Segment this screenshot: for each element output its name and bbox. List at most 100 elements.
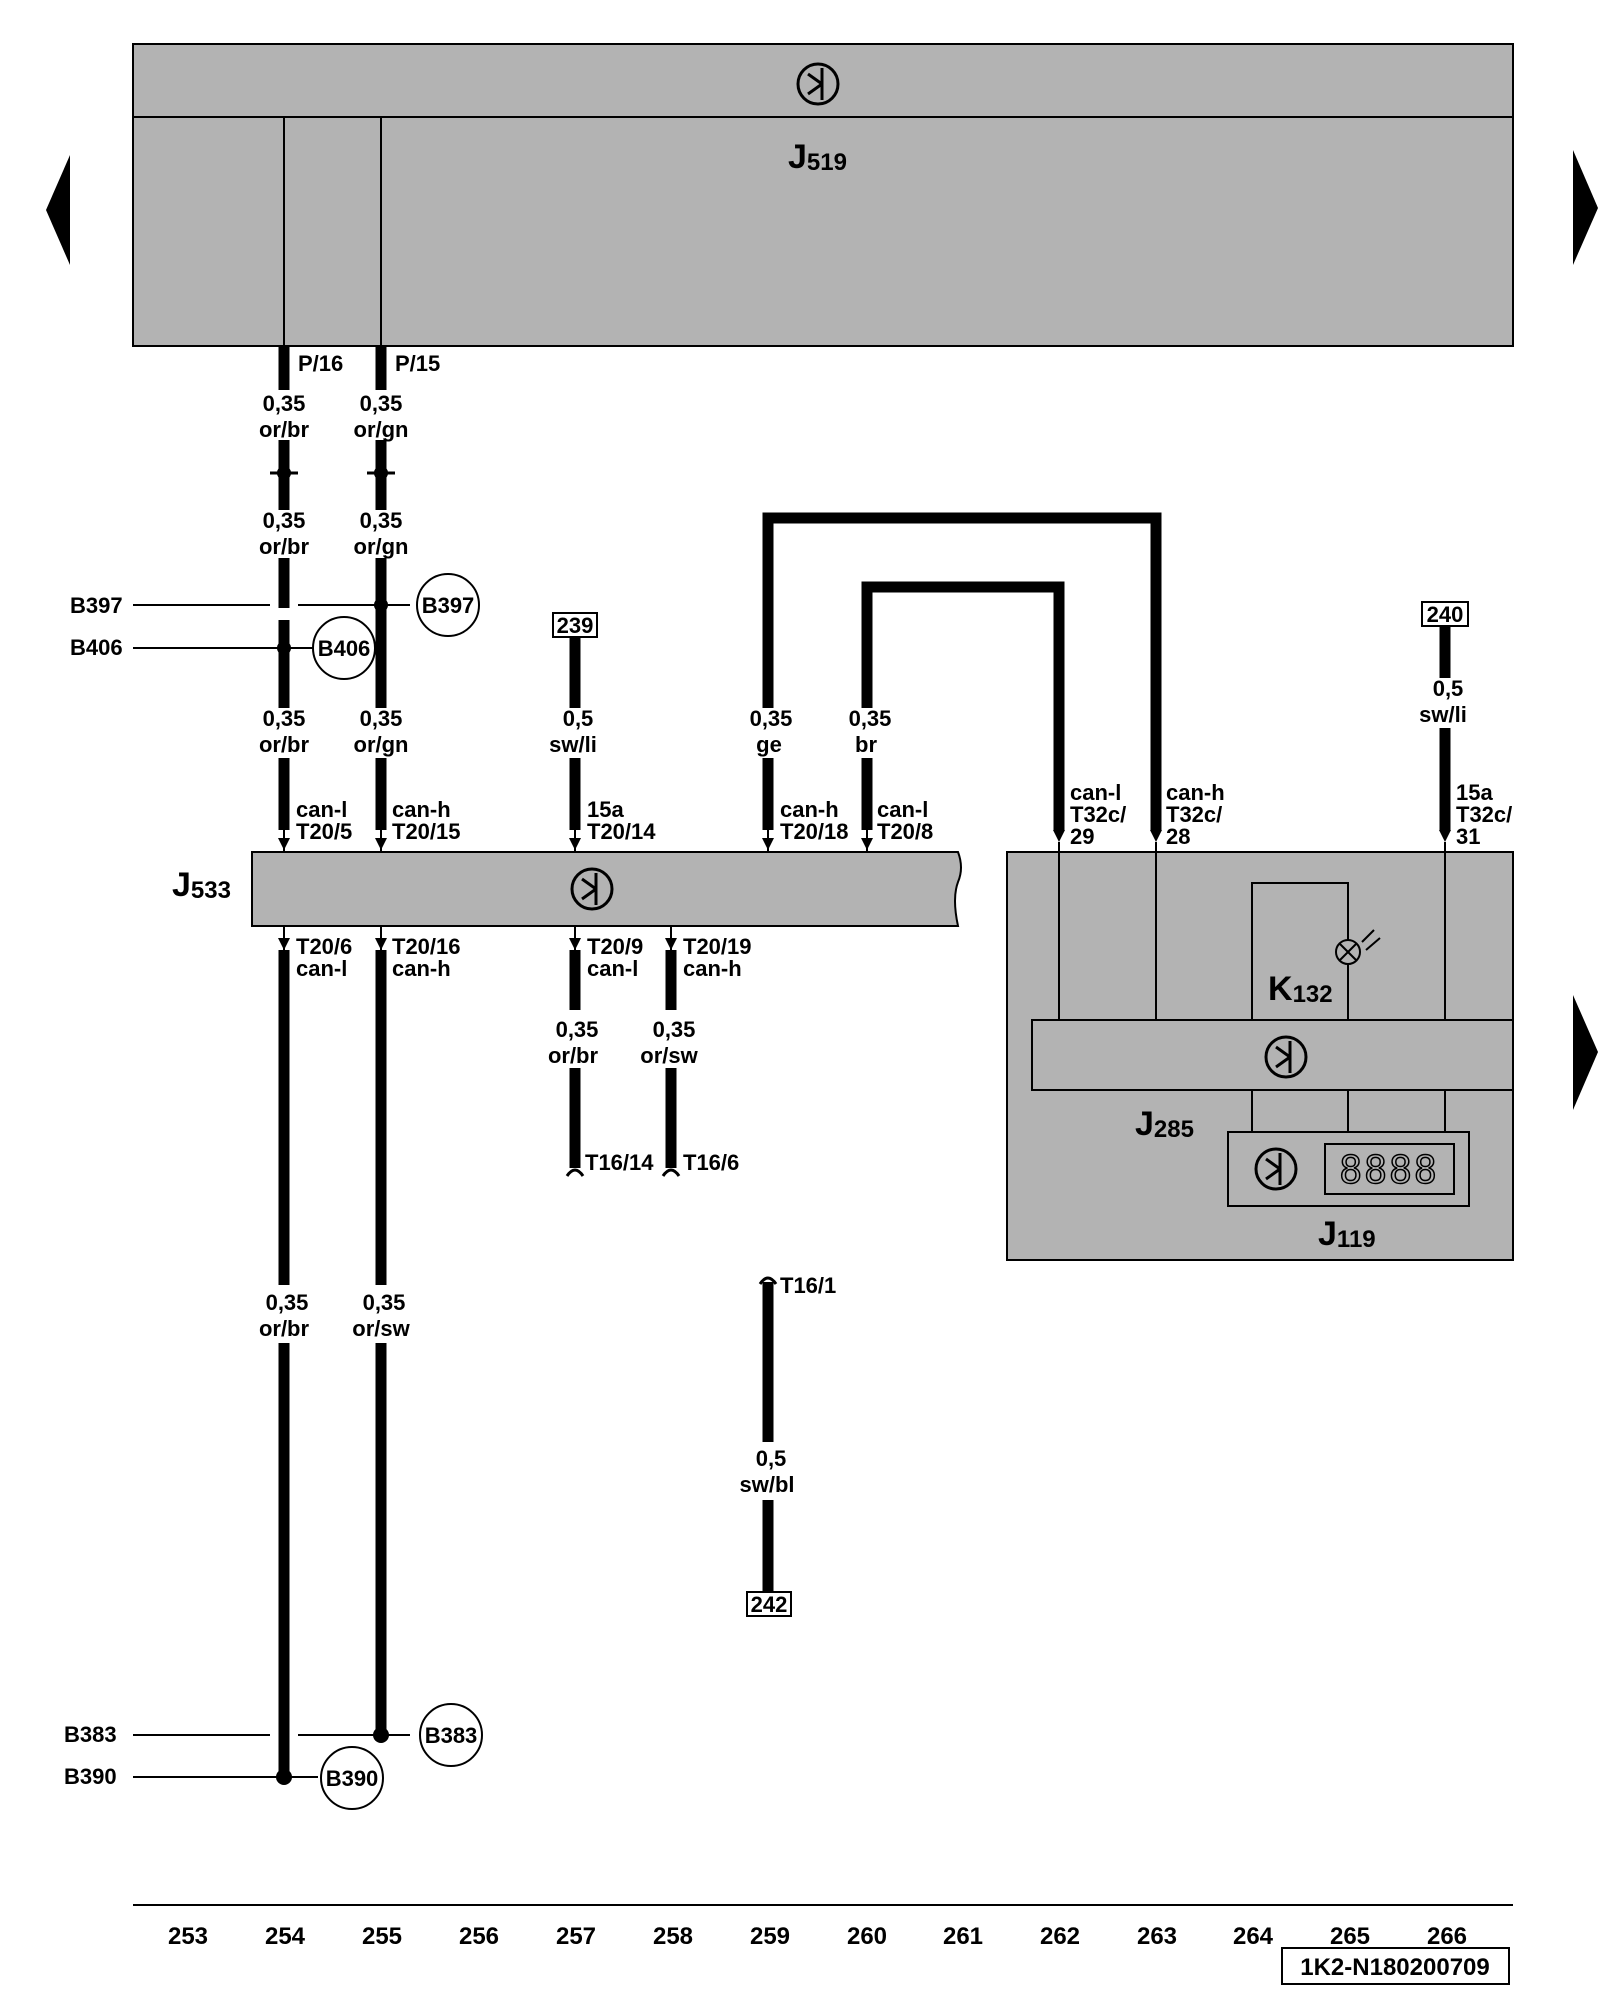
splice-b383: B383 B383 <box>64 1703 483 1767</box>
wire-260-color: br <box>855 732 877 757</box>
j285-pin-262-b: T32c/ <box>1070 802 1126 827</box>
j533-pin-254-top-a: can-l <box>296 797 347 822</box>
j285-pin-263-a: can-h <box>1166 780 1225 805</box>
diagnostic-connector-pins <box>565 1168 681 1177</box>
wire-255-low-size: 0,35 <box>363 1290 406 1315</box>
svg-text:B390: B390 <box>326 1766 379 1791</box>
j533-pin-259-top-a: can-h <box>780 797 839 822</box>
svg-text:242: 242 <box>751 1592 788 1617</box>
diagnostic-pin-t16-1 <box>758 1276 778 1285</box>
control-unit-symbol-icon <box>1264 1035 1308 1079</box>
j519-label: J519 <box>788 138 847 176</box>
splice-b406: B406 B406 <box>70 616 376 680</box>
j285-pin-263-b: T32c/ <box>1166 802 1222 827</box>
ref-239-box[interactable]: 239 <box>552 612 598 638</box>
wire-255-low-color: or/sw <box>352 1316 410 1341</box>
wire-255-b-size: 0,35 <box>360 508 403 533</box>
wire-254-c-size: 0,35 <box>263 706 306 731</box>
wire-259-ge-loop <box>762 512 1162 830</box>
wire-254-a-color: or/br <box>259 417 310 442</box>
splice-b390: B390 B390 <box>64 1746 384 1810</box>
next-page-arrow-lower[interactable] <box>1573 995 1598 1110</box>
column-number: 264 <box>1233 1923 1274 1950</box>
wire-257-low-size: 0,35 <box>556 1017 599 1042</box>
wire-255-c-color: or/gn <box>354 732 409 757</box>
wire-254-b-size: 0,35 <box>263 508 306 533</box>
column-number: 260 <box>847 1923 887 1950</box>
wire-255-a-color: or/gn <box>354 417 409 442</box>
control-unit-symbol-icon <box>570 867 614 911</box>
wire-255-c-size: 0,35 <box>360 706 403 731</box>
j533-pin-254-bottom-a: T20/6 <box>296 934 352 959</box>
column-number: 266 <box>1427 1923 1467 1950</box>
j533-pin-257-bottom-a: T20/9 <box>587 934 643 959</box>
j119-display-unit: 8888 <box>1227 1131 1470 1207</box>
j533-pin-259-top-b: T20/18 <box>780 819 849 844</box>
wire-254-b-color: or/br <box>259 534 310 559</box>
wire-254-a-size: 0,35 <box>263 391 306 416</box>
j533-pin-255-top-a: can-h <box>392 797 451 822</box>
pin-t16-1: T16/1 <box>780 1273 836 1298</box>
wire-259-size: 0,35 <box>750 706 793 731</box>
k132-warning-lamp: K132 <box>1251 882 1381 1020</box>
column-number: 255 <box>362 1923 402 1950</box>
j285-pin-266-b: T32c/ <box>1456 802 1512 827</box>
column-number: 256 <box>459 1923 499 1950</box>
pin-t16-14: T16/14 <box>585 1150 654 1175</box>
wire-259-low-size: 0,5 <box>756 1446 787 1471</box>
column-number: 257 <box>556 1923 596 1950</box>
j533-pin-257-top-b: T20/14 <box>587 819 656 844</box>
wire-254-c-color: or/br <box>259 732 310 757</box>
svg-text:B406: B406 <box>318 636 371 661</box>
wire-254-low-color: or/br <box>259 1316 310 1341</box>
wire-257-size: 0,5 <box>563 706 594 731</box>
pin-t16-6: T16/6 <box>683 1150 739 1175</box>
ref-242-box[interactable]: 242 <box>746 1591 792 1617</box>
j519-module: J519 <box>132 43 1514 347</box>
control-unit-symbol-icon <box>796 62 840 106</box>
column-number: 261 <box>943 1923 983 1950</box>
wire-257-low-color: or/br <box>548 1043 599 1068</box>
column-number: 253 <box>168 1923 208 1950</box>
svg-text:B406: B406 <box>70 635 123 660</box>
svg-text:B383: B383 <box>425 1723 478 1748</box>
j533-pin-257-bottom-b: can-l <box>587 956 638 981</box>
j285-pin-262-c: 29 <box>1070 824 1094 849</box>
column-number: 254 <box>265 1923 306 1950</box>
wire-260-size: 0,35 <box>849 706 892 731</box>
j533-pin-257-top-a: 15a <box>587 797 624 822</box>
next-page-arrow[interactable] <box>1573 150 1598 265</box>
j533-pin-254-top-b: T20/5 <box>296 819 352 844</box>
j533-pin-258-bottom-a: T20/19 <box>683 934 752 959</box>
column-number: 265 <box>1330 1923 1370 1950</box>
svg-text:B390: B390 <box>64 1764 117 1789</box>
j285-pin-266-a: 15a <box>1456 780 1493 805</box>
column-number: 263 <box>1137 1923 1177 1950</box>
j533-module: J533 <box>172 851 962 927</box>
connector-junction-254 <box>270 466 298 480</box>
svg-text:1K2-N180200709: 1K2-N180200709 <box>1300 1954 1489 1981</box>
wire-266-color: sw/li <box>1419 702 1467 727</box>
control-unit-symbol-icon <box>1254 1147 1298 1191</box>
wire-255-b-color: or/gn <box>354 534 409 559</box>
pin-p15: P/15 <box>395 351 440 376</box>
ref-240-box[interactable]: 240 <box>1421 601 1469 627</box>
svg-text:B383: B383 <box>64 1722 117 1747</box>
svg-text:B397: B397 <box>70 593 123 618</box>
diagram-code-box: 1K2-N180200709 <box>1281 1947 1510 1985</box>
j285-pin-263-c: 28 <box>1166 824 1190 849</box>
column-number: 262 <box>1040 1923 1080 1950</box>
wire-255-a-size: 0,35 <box>360 391 403 416</box>
wire-266-size: 0,5 <box>1433 676 1464 701</box>
column-number: 259 <box>750 1923 790 1950</box>
wire-260-br-loop <box>861 581 1065 830</box>
wire-257-color: sw/li <box>549 732 597 757</box>
segment-display <box>1324 1143 1455 1195</box>
wire-258-low-size: 0,35 <box>653 1017 696 1042</box>
j533-pin-260-top-b: T20/8 <box>877 819 933 844</box>
j533-pin-258-bottom-b: can-h <box>683 956 742 981</box>
prev-page-arrow[interactable] <box>46 155 70 265</box>
j533-pin-255-bottom-a: T20/16 <box>392 934 461 959</box>
j285-label: J285 <box>1135 1105 1194 1143</box>
